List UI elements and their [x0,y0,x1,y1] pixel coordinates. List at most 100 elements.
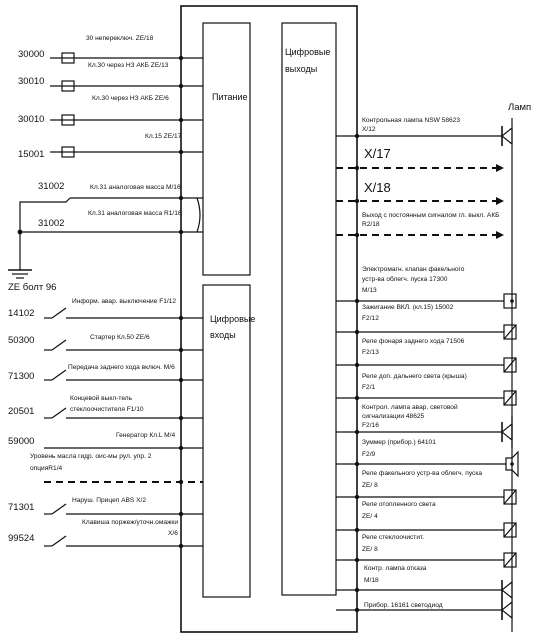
terminal-label: 50300 [8,335,34,346]
output-12: Реле отопленного света ZE/ 4 [336,501,517,538]
output-6: Зажигание ВКЛ. (кл.15) 15002 F2/12 [336,304,517,340]
output-label: Реле стеклоочистит. [362,534,424,541]
wire-label: Уровень масла гидр. оис-мы рул. упр. 2 [30,453,152,460]
output-4: Выход с постоянным сигналом гл. выкл. АК… [336,212,504,239]
relay-coil-icon [503,522,517,538]
output-label-2: F2/12 [362,315,379,322]
output-label-2: ZE/ 8 [362,546,378,553]
output-label-2: М/18 [364,577,379,584]
terminal-label: 71300 [8,371,34,382]
relay-coil-icon [503,552,517,568]
relay-coil-icon [503,357,517,373]
digital-input-4: 20501 Концевой выкл-тель стеклоочистител… [8,394,203,421]
terminal-label: 30010 [18,114,44,125]
fuse-icon [61,114,75,126]
output-label: Реле фонаря заднего хода 71506 [362,338,465,345]
relay-coil-icon [503,390,517,406]
output-label-2: ZE/ 8 [362,482,378,489]
output-2: X/17 [336,146,504,172]
outputs-block-title-1: Цифровые [285,47,330,57]
output-label: Контрольная лампа NSW 58623 [362,117,460,124]
output-label-3: М/13 [362,287,377,294]
wire-label: Генератор Кл.L М/4 [116,432,176,439]
power-block [202,22,251,276]
wire-label: Клавиша поржеж/уточн.омажки [82,519,178,526]
ground-terminal-2: 31002 [38,218,64,229]
output-14-lamp: Контр. лампа отказа М/18 [336,565,513,600]
wire-label: Кл.15 ZE/17 [145,133,182,140]
wire-label-2: опцияR1/4 [30,465,63,472]
output-label-2: сигнализации 48625 [362,413,425,420]
output-label-2: R2/18 [362,221,380,228]
wire-label: Информ. авар. выключение F1/12 [72,298,176,305]
output-11: Реле факельного устр-ва облегч. пуска ZE… [336,469,517,505]
output-3: X/18 [336,180,504,205]
output-label: Зажигание ВКЛ. (кл.15) 15002 [362,304,454,311]
power-input-1: 30000 30 непереключ. ZE/18 [18,35,203,64]
fuse-icon [61,52,75,64]
digital-input-6: Уровень масла гидр. оис-мы рул. упр. 2 о… [30,453,203,485]
output-1-lamp: Контрольная лампа NSW 58623 X/12 [336,117,513,156]
terminal-label: 20501 [8,406,34,417]
lamp-icon [501,422,513,442]
power-block-title: Питание [212,92,248,102]
digital-input-8: 99524 Клавиша поржеж/уточн.омажки X/6 [8,519,203,549]
control-module-frame [180,5,358,633]
output-label: Реле факельного устр-ва облегч. пуска [362,469,482,477]
digital-input-5: 59000 Генератор Кл.L М/4 [8,432,203,451]
output-label-2: F2/1 [362,384,376,391]
output-label-2: X/12 [362,126,376,133]
outputs-block-title-2: выходы [285,64,317,74]
output-label-2: ZE/ 4 [362,513,378,520]
lamp-label: Ламп [508,102,531,113]
terminal-label: 15001 [18,149,44,160]
wire-label: 30 непереключ. ZE/18 [86,35,154,42]
output-label: Контрол. лампа авар. световой [362,403,458,411]
digital-inputs-block [202,284,251,598]
valve-coil-icon [503,293,517,309]
output-label-2: F2/9 [362,451,376,458]
output-label: Реле отопленного света [362,501,436,508]
output-label: Контр. лампа отказа [364,565,427,572]
ground-circuit: 31002 Кл.31 аналоговая масса М/16 31002 … [8,181,203,293]
digital-outputs-block [281,22,337,596]
output-label: Выход с постоянным сигналом гл. выкл. АК… [362,212,500,219]
relay-coil-icon [503,489,517,505]
terminal-label: 59000 [8,436,34,447]
output-5: Электромагн. клапан факельного устр-ва о… [336,266,517,309]
wire-label-2: стеклоочистителя F1/10 [70,406,144,413]
terminal-label: 14102 [8,308,34,319]
output-13: Реле стеклоочистит. ZE/ 8 [336,534,517,568]
output-7: Реле фонаря заднего хода 71506 F2/13 [336,338,517,373]
ground-bolt-label: ZE болт 96 [8,282,56,293]
power-input-4: 15001 Кл.15 ZE/17 [18,133,203,160]
ground-terminal-1: 31002 [38,181,64,192]
output-label: Прибор. 16161 светодиод [364,601,443,609]
output-label: Электромагн. клапан факельного [362,266,465,273]
terminal-label: 30000 [18,49,44,60]
power-input-3: 30010 Кл.30 через НЗ АКБ ZE/6 [18,95,203,126]
output-label: Реле доп. дальнего света (крыша) [362,373,467,380]
led-icon [501,600,513,620]
terminal-label: 71301 [8,502,34,513]
terminal-label: 99524 [8,533,34,544]
output-label-2: устр-ва облегч. пуска 17300 [362,275,448,283]
ground-label-2: Кл.31 аналоговая масса R1/16 [88,210,182,217]
wire-label-2: X/6 [168,530,178,537]
terminal-label: 30010 [18,76,44,87]
inputs-block-title-1: Цифровые [210,314,255,324]
ground-label-1: Кл.31 аналоговая масса М/16 [90,184,181,191]
wire-label: Передача заднего хода включ. М/6 [68,364,175,371]
output-label: Зуммер (прибор.) 64101 [362,438,436,446]
wire-label: Концевой выкл-тель [70,394,133,402]
wire-label: Кл.30 через НЗ АКБ ZE/6 [92,95,169,102]
digital-input-1: 14102 Информ. авар. выключение F1/12 [8,298,203,321]
lamp-icon [501,126,513,146]
fuse-icon [61,146,75,158]
digital-input-3: 71300 Передача заднего хода включ. М/6 [8,364,203,383]
fuse-icon [61,80,75,92]
wire-label: Кл.30 через НЗ АКБ ZE/13 [88,62,169,69]
output-15-led: Прибор. 16161 светодиод [336,600,513,620]
inputs-block-title-2: входы [210,330,236,340]
